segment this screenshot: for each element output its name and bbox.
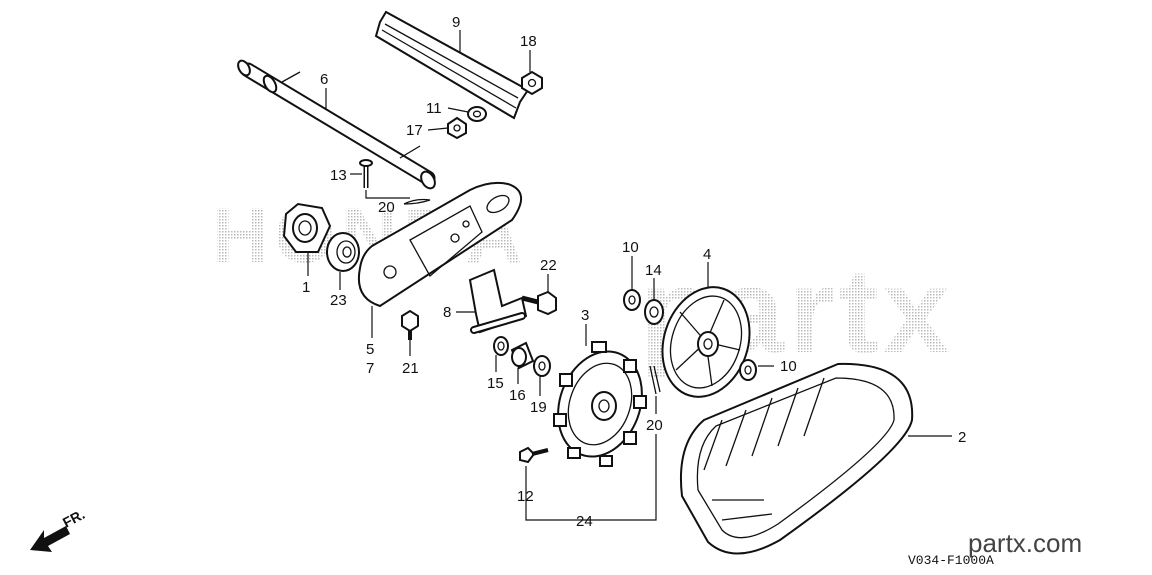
callout-20-lower: 20	[646, 417, 663, 434]
part-clip-upper	[403, 198, 431, 205]
callout-13: 13	[330, 167, 347, 184]
part-washer-10-upper	[623, 289, 641, 311]
front-direction-arrow-icon	[30, 526, 70, 552]
part-pin-lower	[649, 365, 661, 395]
callout-22: 22	[540, 257, 557, 274]
callout-17: 17	[406, 122, 423, 139]
leader-lines	[307, 30, 952, 521]
reference-code: V034-F1000A	[908, 553, 994, 568]
part-washer-11	[467, 106, 487, 122]
callout-6: 6	[320, 71, 328, 88]
part-idler-wheel	[661, 286, 751, 398]
callout-20-upper: 20	[378, 199, 395, 216]
callout-21: 21	[402, 360, 419, 377]
callout-10-lower: 10	[780, 358, 797, 375]
callout-16: 16	[509, 387, 526, 404]
part-bolt-12	[519, 446, 549, 464]
part-collar-16	[510, 341, 535, 370]
callout-11: 11	[426, 100, 442, 117]
part-bolt-21	[401, 309, 419, 340]
part-nut-17	[447, 116, 467, 140]
part-flange-nut-top	[521, 70, 543, 96]
callout-9: 9	[452, 14, 460, 31]
part-bolt-22	[521, 290, 557, 316]
callout-15: 15	[487, 375, 504, 392]
part-collar-14	[644, 299, 664, 325]
part-washer-19	[533, 355, 551, 377]
callout-12: 12	[517, 488, 534, 505]
callout-14: 14	[645, 262, 662, 279]
callout-1: 1	[302, 279, 310, 296]
callout-18: 18	[520, 33, 537, 50]
part-axle-shaft	[237, 59, 436, 190]
callout-10-upper: 10	[622, 239, 639, 256]
callout-numbers: 9 18 6 11 17 13 20 1 23 5 7 21 8 22 15 1…	[302, 14, 966, 530]
callout-19: 19	[530, 399, 547, 416]
callout-7: 7	[366, 360, 374, 377]
callout-5: 5	[366, 341, 374, 358]
part-pin-13	[359, 159, 373, 188]
part-side-case	[358, 181, 522, 308]
part-washer-15	[493, 336, 509, 356]
part-drive-sprocket	[553, 341, 647, 467]
callout-3: 3	[581, 307, 589, 324]
direction-label: FR.	[60, 506, 87, 531]
callout-23: 23	[330, 292, 347, 309]
callout-8: 8	[443, 304, 451, 321]
callout-4: 4	[703, 246, 711, 263]
part-track-belt	[679, 362, 914, 555]
callout-2: 2	[958, 429, 966, 446]
part-tension-bracket	[468, 268, 528, 334]
site-watermark: partx.com	[968, 528, 1082, 558]
part-bearing-23	[326, 232, 360, 272]
callout-24: 24	[576, 513, 593, 530]
part-bracket-plate	[374, 10, 530, 120]
part-washer-10-lower	[739, 359, 757, 381]
part-bearing-holder	[282, 202, 332, 253]
